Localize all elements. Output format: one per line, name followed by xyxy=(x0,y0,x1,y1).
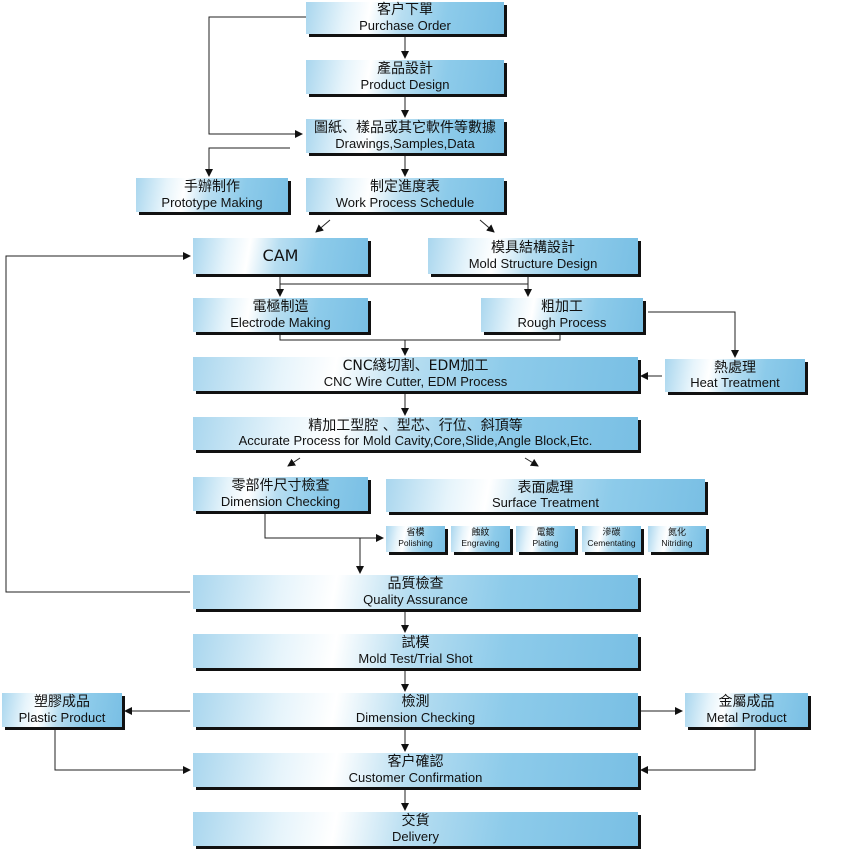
step-label-en: Mold Structure Design xyxy=(468,255,598,271)
step-label-en: Nitriding xyxy=(661,538,693,549)
step-label-en: Polishing xyxy=(398,538,433,549)
step-label-en: Heat Treatment xyxy=(690,375,780,391)
step-label-en: Engraving xyxy=(461,538,500,549)
step-label-cn: 零部件尺寸檢查 xyxy=(231,478,330,495)
step-label-en: Surface Treatment xyxy=(492,495,599,511)
step-label-cn: 模具結構設計 xyxy=(491,240,575,257)
step-label-cn: 產品設計 xyxy=(377,61,433,78)
step-label-cn: CAM xyxy=(262,246,299,266)
step-label-cn: 圖紙、樣品或其它軟件等數據 xyxy=(314,120,496,137)
step-label-en: Drawings,Samples,Data xyxy=(335,135,475,151)
step-label-cn: 粗加工 xyxy=(541,299,583,316)
step-label-en: Purchase Order xyxy=(359,17,451,33)
step-label-cn: 品質檢查 xyxy=(387,576,444,593)
step-label-cn: 手辦制作 xyxy=(184,179,240,196)
step-label-en: Dimension Checking xyxy=(355,709,476,725)
step-label-cn: 精加工型腔 、型芯、行位、斜頂等 xyxy=(308,417,523,434)
step-label-cn: 蝕紋 xyxy=(471,528,490,539)
step-cam: CAM xyxy=(193,238,368,274)
step-label-en: Quality Assurance xyxy=(363,591,468,607)
step-label-cn: 檢測 xyxy=(401,694,430,711)
step-label-en: CNC Wire Cutter, EDM Process xyxy=(323,373,508,389)
flow-arrow xyxy=(205,147,290,177)
flow-arrow xyxy=(648,311,739,358)
step-label-cn: 客户確認 xyxy=(387,754,444,771)
flow-arrow xyxy=(264,511,384,542)
step-label-en: Work Process Schedule xyxy=(335,194,475,210)
step-label-cn: 氮化 xyxy=(667,528,686,539)
step-label-en: Metal Product xyxy=(706,709,787,725)
step-label-en: Delivery xyxy=(392,828,439,844)
step-label-en: Electrode Making xyxy=(230,314,331,330)
step-label-cn: 金屬成品 xyxy=(718,694,775,711)
step-label-cn: 試模 xyxy=(401,635,430,652)
step-label-en: Prototype Making xyxy=(161,194,263,210)
flow-arrow xyxy=(315,219,331,233)
flow-arrow xyxy=(640,727,756,774)
step-label-en: Plating xyxy=(532,538,559,549)
flow-arrow xyxy=(5,252,191,593)
step-label-cn: 制定進度表 xyxy=(370,179,440,196)
step-label-en: Mold Test/Trial Shot xyxy=(358,650,473,666)
step-label-cn: 省模 xyxy=(406,528,425,539)
step-label-cn: 塑膠成品 xyxy=(34,694,90,711)
step-label-en: Cementating xyxy=(587,538,636,549)
flow-arrow xyxy=(54,727,191,774)
flow-arrow xyxy=(208,16,306,138)
step-label-en: Customer Confirmation xyxy=(348,769,483,785)
flow-line xyxy=(279,332,561,341)
step-label-en: Plastic Product xyxy=(18,709,106,725)
step-label-cn: 客户下單 xyxy=(377,2,433,19)
flow-arrow xyxy=(524,457,539,467)
step-label-cn: CNC綫切割、EDM加工 xyxy=(342,358,489,375)
step-label-cn: 滲碳 xyxy=(602,528,621,539)
step-label-en: Accurate Process for Mold Cavity,Core,Sl… xyxy=(238,433,593,449)
step-label-cn: 電鍍 xyxy=(536,528,555,539)
step-label-cn: 交貨 xyxy=(401,813,430,830)
step-label-en: Product Design xyxy=(360,76,450,92)
flow-arrow xyxy=(287,457,301,467)
step-label-cn: 表面處理 xyxy=(517,479,574,496)
step-label-en: Rough Process xyxy=(517,314,607,330)
step-label-en: Dimension Checking xyxy=(220,493,341,509)
step-label-cn: 電極制造 xyxy=(252,299,309,316)
flow-arrow xyxy=(479,219,495,233)
step-label-cn: 熱處理 xyxy=(714,359,756,376)
